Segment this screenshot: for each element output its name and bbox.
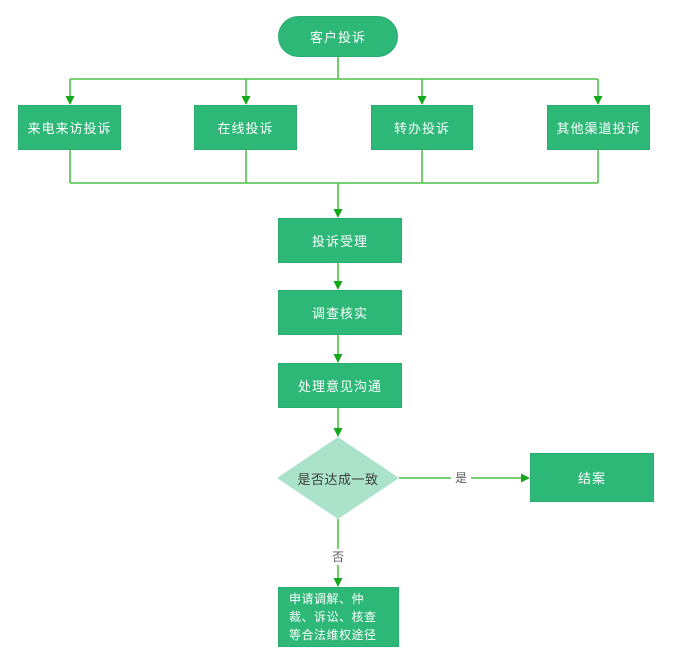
node-other-channel-complaint: 其他渠道投诉	[547, 105, 650, 150]
arrowhead-down	[333, 281, 343, 290]
node-transferred-complaint: 转办投诉	[371, 105, 473, 150]
arrowhead-down	[417, 96, 427, 105]
edge-channels-to-accept	[69, 150, 599, 218]
node-online-complaint: 在线投诉	[194, 105, 297, 150]
edge-label-no: 否	[327, 548, 349, 566]
arrowhead-down	[241, 96, 251, 105]
arrowhead-down	[333, 209, 343, 218]
arrowhead-down	[333, 354, 343, 363]
arrowhead-down	[333, 428, 343, 437]
node-customer-complaint: 客户投诉	[278, 16, 398, 57]
arrowhead-down	[333, 578, 343, 587]
edge-label-yes: 是	[450, 469, 472, 487]
node-handling-opinion-communication: 处理意见沟通	[278, 363, 402, 408]
arrowhead-down	[593, 96, 603, 105]
edge-accept-to-investigate	[333, 263, 343, 290]
arrowhead-right	[521, 473, 530, 483]
edge-investigate-to-communicate	[333, 335, 343, 363]
edge-communicate-to-decision	[333, 408, 343, 437]
node-complaint-acceptance: 投诉受理	[278, 218, 402, 263]
node-investigation-verification: 调查核实	[278, 290, 402, 335]
arrowhead-down	[65, 96, 75, 105]
node-phone-visit-complaint: 来电来访投诉	[18, 105, 121, 150]
node-legal-remedies: 申请调解、仲裁、诉讼、核查等合法维权途径	[278, 587, 399, 647]
node-case-closed: 结案	[530, 453, 654, 502]
edge-start-to-channels	[65, 57, 603, 105]
